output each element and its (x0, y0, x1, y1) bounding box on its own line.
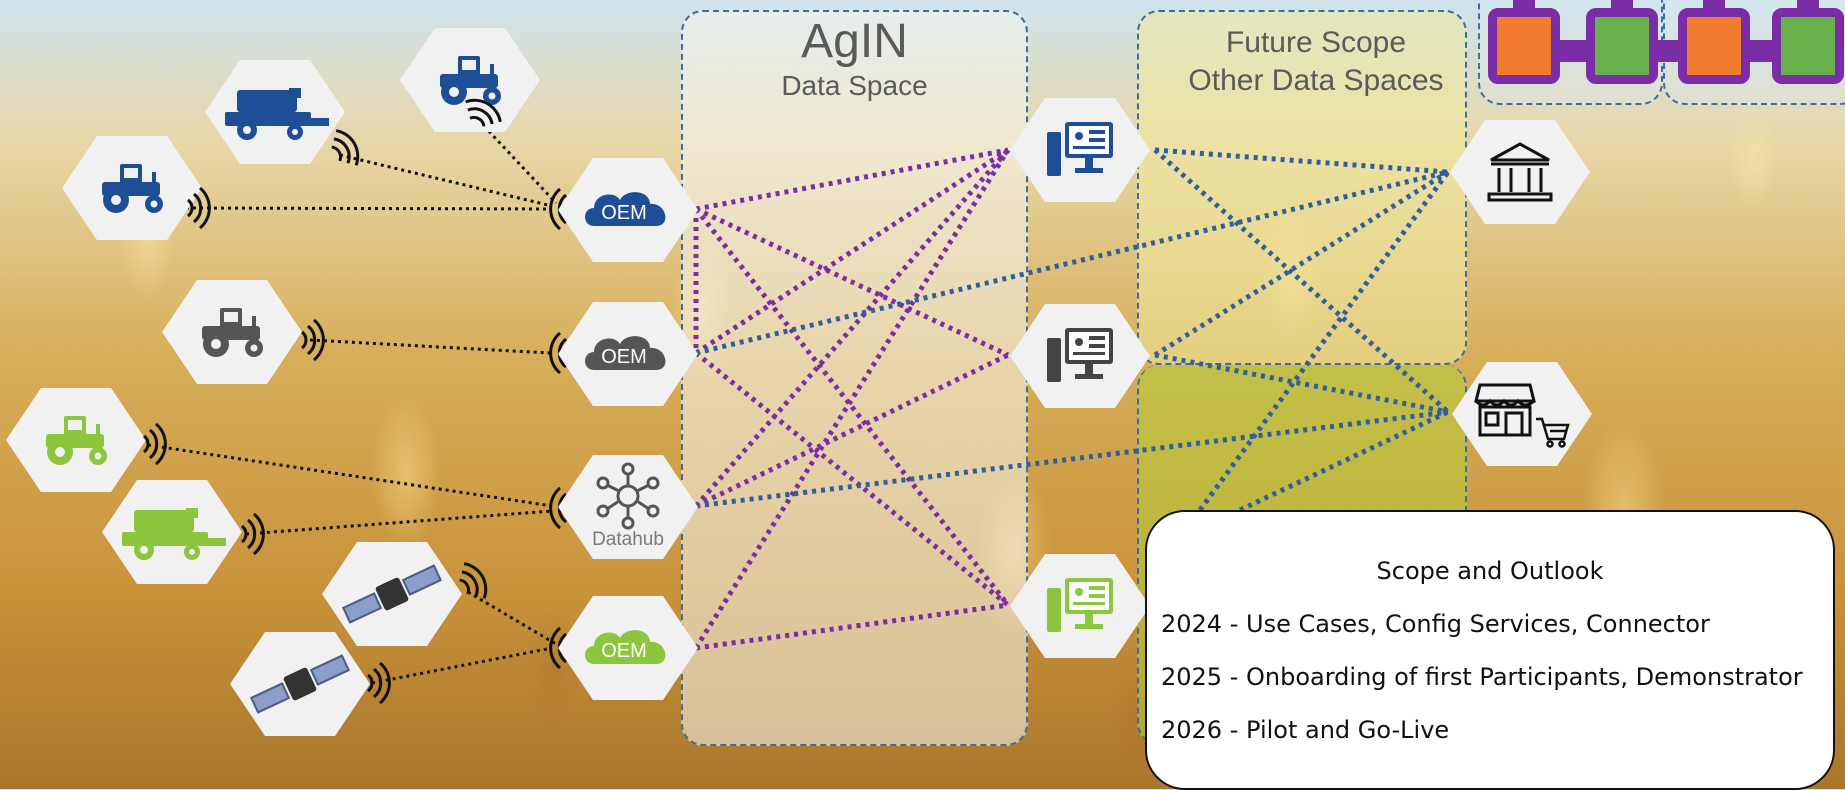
computer-dashboard-icon (1047, 578, 1113, 632)
link-tractor-oem1 (185, 206, 551, 211)
wireless-signal-icon (459, 562, 488, 599)
agin-title: AgIN (801, 15, 908, 68)
link-satellite2-oem3 (371, 646, 553, 685)
network-hub-icon (596, 462, 660, 530)
block-orange-2 (1678, 8, 1750, 84)
link-tractor-green-datahub (147, 443, 553, 508)
link-combine-green-datahub (245, 509, 553, 536)
future-scope-zone (1137, 10, 1467, 365)
block-nub (1797, 0, 1819, 14)
link-satellite1-oem3 (467, 590, 557, 646)
outlook-item-2026: 2026 - Pilot and Go-Live (1161, 716, 1450, 744)
outlook-title: Scope and Outlook (1376, 557, 1604, 585)
future-scope-title: Future Scope Other Data Spaces (1137, 24, 1495, 100)
wireless-signal-icon (465, 98, 502, 127)
agin-subtitle: Data Space (781, 70, 928, 101)
bank-node (1450, 120, 1590, 224)
outlook-item-2025: 2025 - Onboarding of first Participants,… (1161, 663, 1803, 691)
link-combine-oem1 (339, 153, 553, 208)
combine-harvester-icon (225, 88, 329, 140)
tractor-icon (102, 164, 163, 213)
wireless-signal-icon (186, 186, 211, 230)
tractor-node-gray (162, 280, 302, 384)
datahub-label: Datahub (592, 529, 664, 550)
outlook-item-2024: 2024 - Use Cases, Config Services, Conne… (1161, 610, 1710, 638)
computer-dashboard-icon (1047, 328, 1113, 382)
satellite-icon (249, 654, 351, 714)
cloud-icon: OEM (585, 630, 666, 664)
combine-harvester-icon (122, 508, 226, 560)
tractor-node-green (6, 388, 146, 492)
block-nub (1513, 0, 1535, 14)
wireless-signal-icon (240, 512, 265, 556)
service-node-blue (1010, 98, 1150, 202)
tractor-icon (46, 416, 107, 465)
satellite-icon (341, 564, 443, 624)
cloud-icon: OEM (585, 192, 666, 226)
service-node-green (1010, 554, 1150, 658)
scope-outlook-box: Scope and Outlook 2024 - Use Cases, Conf… (1145, 510, 1835, 790)
link-tractor-gray-oem2 (309, 338, 551, 355)
oem-label-1: OEM (601, 202, 647, 224)
shopping-cart-icon (1536, 417, 1570, 448)
block-nub (1611, 0, 1633, 14)
future-scope-title-line2: Other Data Spaces (1188, 64, 1444, 97)
wireless-signal-icon (366, 661, 391, 705)
store-node (1452, 362, 1592, 466)
oem-label-3: OEM (601, 640, 647, 662)
wireless-signal-icon (142, 422, 167, 466)
tractor-icon (202, 308, 263, 357)
wireless-signal-icon (300, 318, 325, 362)
oem-label-2: OEM (601, 346, 647, 368)
computer-dashboard-icon (1047, 122, 1113, 176)
agin-data-space-zone (681, 10, 1028, 746)
block-green-2 (1772, 8, 1844, 84)
block-nub (1703, 0, 1725, 14)
bank-icon (1487, 142, 1553, 202)
cloud-icon: OEM (585, 336, 666, 370)
future-scope-title-line1: Future Scope (1225, 26, 1407, 59)
tractor-icon (440, 56, 501, 105)
store-icon (1474, 383, 1570, 448)
service-node-gray (1010, 304, 1150, 408)
wireless-signal-icon (331, 129, 360, 166)
blockchain-blocks (1478, 0, 1845, 110)
